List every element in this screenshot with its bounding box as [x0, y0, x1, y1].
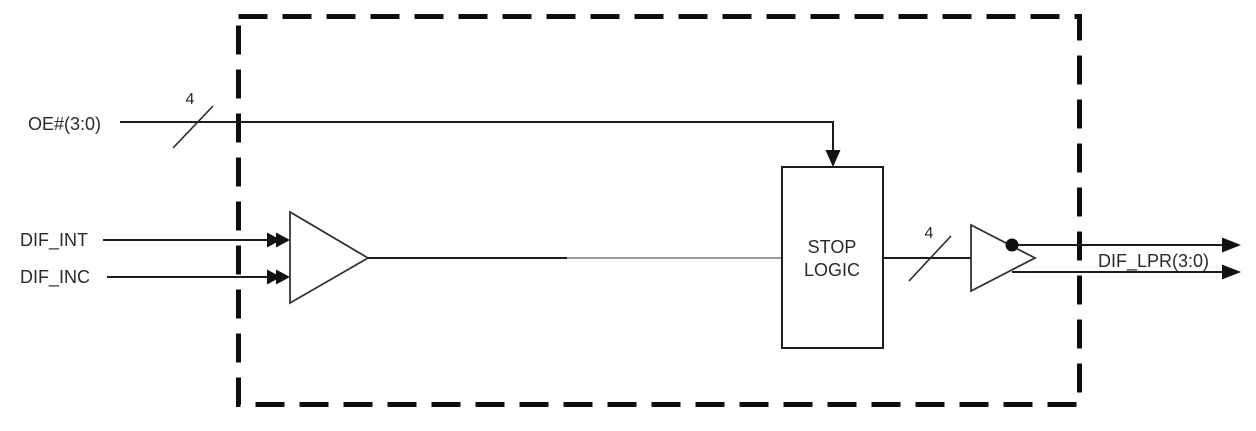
dif-int-arrow-icon [276, 232, 290, 248]
output-bus-width-slash [908, 235, 952, 282]
output-bus-width-label: 4 [925, 225, 934, 242]
oe-signal-wire [120, 121, 834, 165]
dif-inc-arrow-icon [276, 269, 290, 285]
output-arrow-bottom-icon [1222, 264, 1241, 280]
dif-int-arrow2-icon [267, 232, 281, 248]
oe-down-arrow-icon [825, 150, 841, 167]
inversion-dot-icon [1005, 238, 1019, 252]
stop-logic-box [781, 166, 884, 349]
dif-inc-arrow2-icon [267, 269, 281, 285]
output-arrow-top-icon [1222, 237, 1241, 253]
stop-logic-label-line1: STOP [808, 237, 857, 257]
dashed-boundary-box [236, 14, 1082, 407]
input-buffer-triangle [289, 210, 370, 305]
oe-bus-width-slash [172, 105, 214, 149]
dif-int-label: DIF_INT [20, 230, 88, 251]
stop-logic-label-line2: LOGIC [804, 260, 860, 280]
dif-inc-label: DIF_INC [20, 267, 90, 288]
oe-bus-width-label: 4 [186, 91, 195, 108]
output-buffer-triangle [970, 223, 1037, 293]
oe-signal-label: OE#(3:0) [28, 114, 101, 134]
output-signal-label: DIF_LPR(3:0) [1098, 251, 1209, 272]
